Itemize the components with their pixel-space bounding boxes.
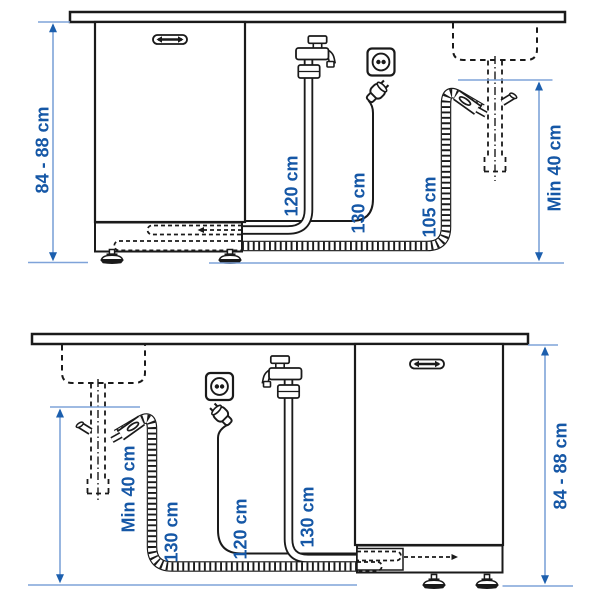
height-dimension: 84 - 88 cm xyxy=(28,21,88,264)
plinth xyxy=(94,221,243,253)
water-tap xyxy=(264,356,302,398)
sink-bowl xyxy=(452,23,538,61)
sink-drain-pipe xyxy=(86,379,110,503)
drain-min-height-dimension: Min 40 cm xyxy=(28,406,357,586)
door-handle xyxy=(151,33,189,46)
drain-hose-length-label: 105 cm xyxy=(419,176,439,237)
bottom-diagram: Min 40 cm 84 - 88 cm 130 cm 120 cm 130 c… xyxy=(28,332,573,590)
height-dim-label: 84 - 88 cm xyxy=(550,422,570,509)
drain-hose xyxy=(242,87,485,252)
door-handle xyxy=(408,358,446,370)
sink-drain-pipe xyxy=(483,56,507,181)
drain-hose-length-label: 130 cm xyxy=(161,501,181,562)
supply-hose-length-label: 120 cm xyxy=(281,155,301,216)
power-cord xyxy=(242,99,374,222)
power-outlet xyxy=(366,47,396,77)
plinth-hose-channels xyxy=(113,224,242,252)
power-cord-length-label: 120 cm xyxy=(230,498,250,559)
plinth-hose-channels xyxy=(356,547,458,572)
supply-hose xyxy=(242,52,314,235)
power-cord-length-label: 130 cm xyxy=(348,172,368,233)
dishwasher-cabinet xyxy=(93,20,247,224)
supply-hose-length-label: 130 cm xyxy=(297,486,317,547)
countertop xyxy=(30,332,530,346)
sink-bowl xyxy=(61,345,146,384)
countertop xyxy=(68,10,567,24)
drain-min-height-label: Min 40 cm xyxy=(544,124,564,211)
adjustable-foot xyxy=(474,573,500,590)
drain-min-height-label: Min 40 cm xyxy=(118,445,138,532)
height-dim-label: 84 - 88 cm xyxy=(32,106,52,193)
power-plug xyxy=(206,399,236,430)
drain-hose-coupling xyxy=(110,415,145,443)
drain-pipe-stub xyxy=(75,421,93,435)
drain-pipe-stub xyxy=(500,92,518,106)
supply-hose xyxy=(283,376,357,564)
adjustable-foot xyxy=(421,573,447,590)
drain-hose-coupling xyxy=(453,90,488,118)
drain-hose xyxy=(113,413,357,572)
power-cord xyxy=(217,422,357,555)
power-outlet xyxy=(204,371,235,402)
water-tap xyxy=(296,36,334,78)
drain-min-height-dimension: Min 40 cm xyxy=(209,79,564,264)
dishwasher-cabinet xyxy=(353,342,505,547)
height-dimension: 84 - 88 cm xyxy=(502,344,573,587)
top-diagram: 84 - 88 cm Min 40 cm 120 cm 130 cm 105 c… xyxy=(28,10,567,265)
